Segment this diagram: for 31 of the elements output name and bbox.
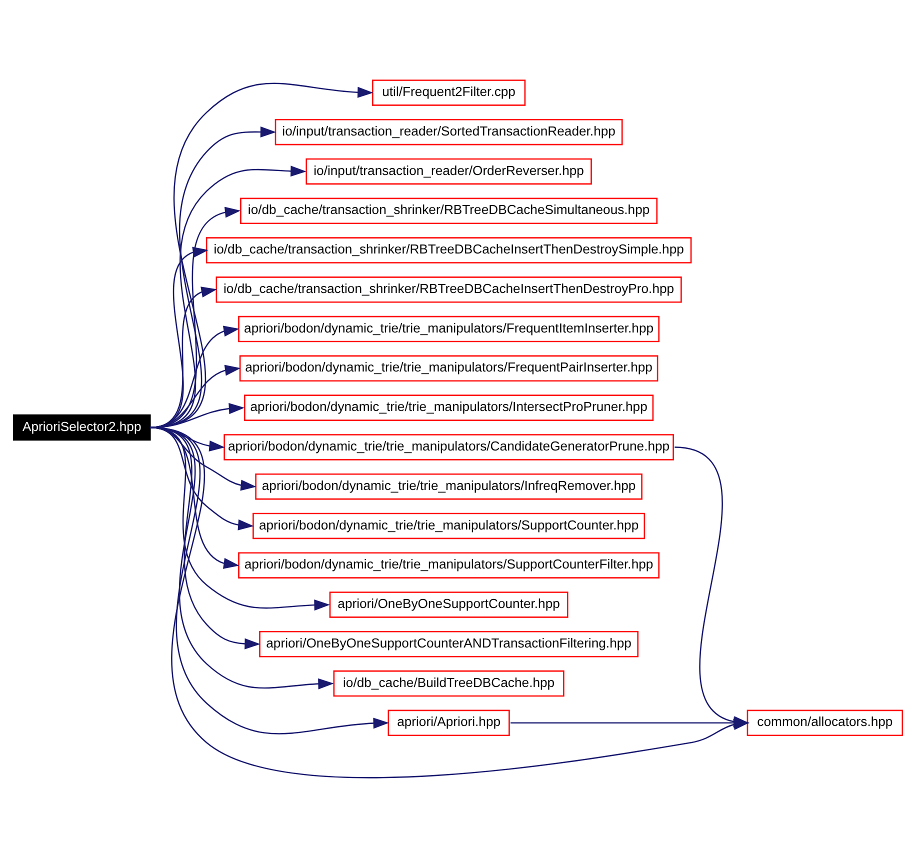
node-box: common/allocators.hpp: [746, 710, 904, 736]
node-box: io/input/transaction_reader/SortedTransactionReader.hpp: [274, 118, 623, 146]
node-box: apriori/OneByOneSupportCounter.hpp: [329, 592, 568, 618]
arrow: [150, 426, 260, 650]
node-box: apriori/bodon/dynamic_trie/trie_manipulators/InfreqRemover.hpp: [255, 473, 642, 500]
arrow: [150, 126, 276, 428]
node-box: apriori/bodon/dynamic_trie/trie_manipulators/FrequentPairInserter.hpp: [239, 355, 658, 382]
arrow: [150, 426, 240, 569]
node-box: apriori/bodon/dynamic_trie/trie_manipulators/SupportCounterFilter.hpp: [238, 552, 660, 578]
node-box: io/db_cache/BuildTreeDBCache.hpp: [333, 670, 564, 697]
node-box: apriori/OneByOneSupportCounterANDTransactionFiltering.hpp: [259, 631, 639, 658]
node-box: io/db_cache/transaction_shrinker/RBTreeDBCacheSimultaneous.hpp: [240, 198, 658, 224]
arrow: [150, 426, 256, 491]
node-box: io/input/transaction_reader/OrderReverser.hpp: [306, 158, 592, 185]
arrow: [150, 166, 306, 428]
arrow: [150, 326, 240, 428]
node-box: apriori/Apriori.hpp: [388, 710, 510, 736]
node-box: apriori/bodon/dynamic_trie/trie_manipulators/SupportCounter.hpp: [252, 512, 646, 540]
arrow: [150, 82, 374, 428]
node-box: util/Frequent2Filter.cpp: [372, 80, 526, 106]
node-box: apriori/bodon/dynamic_trie/trie_manipulators/FrequentItemInserter.hpp: [238, 316, 660, 342]
arrow: [150, 426, 390, 734]
node-box: apriori/bodon/dynamic_trie/trie_manipulators/CandidateGeneratorPrune.hpp: [224, 434, 674, 460]
node-box: io/db_cache/transaction_shrinker/RBTreeDBCacheInsertThenDestroySimple.hpp: [206, 237, 692, 264]
arrow: [150, 426, 254, 530]
node-box: io/db_cache/transaction_shrinker/RBTreeDBCacheInsertThenDestroyPro.hpp: [216, 276, 682, 303]
arrow: [150, 426, 334, 690]
node-box: AprioriSelector2.hpp: [12, 414, 151, 441]
arrow: [150, 206, 241, 428]
arrow: [150, 426, 330, 611]
node-box: apriori/bodon/dynamic_trie/trie_manipulators/IntersectProPruner.hpp: [244, 394, 654, 421]
